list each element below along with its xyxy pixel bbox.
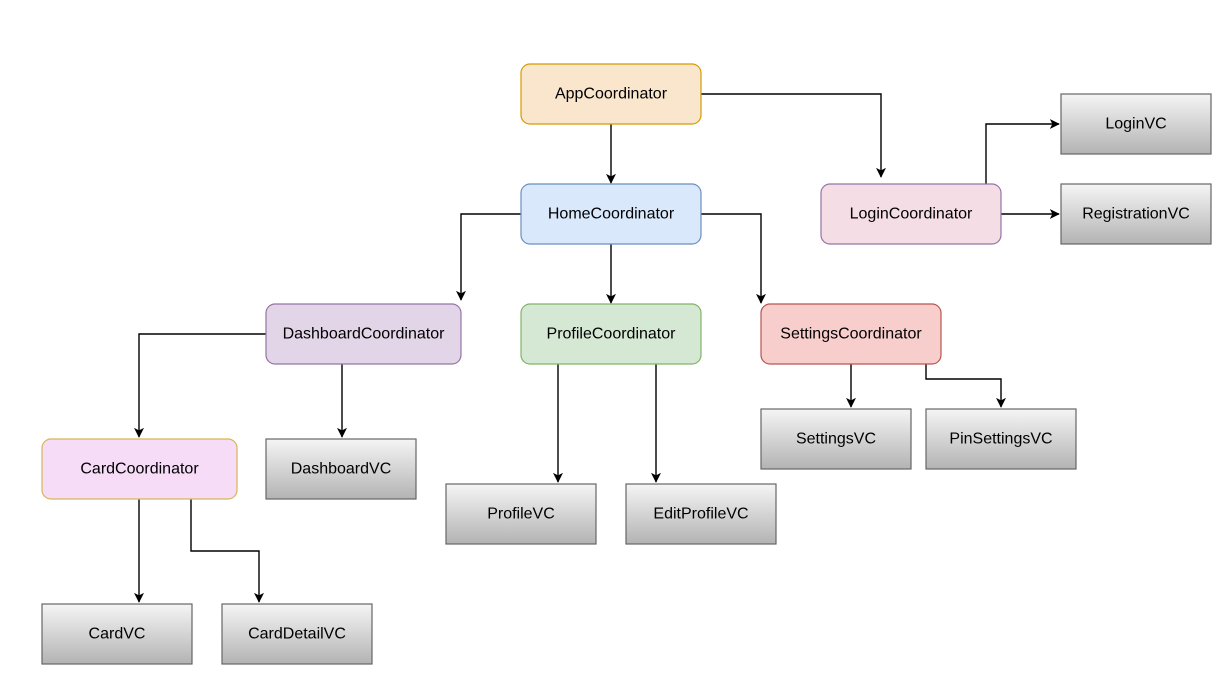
card-coordinator-box — [41, 438, 238, 500]
edge-home-to-dashboard — [456, 213, 521, 301]
nodes: AppCoordinator HomeCoordinator LoginCoor… — [41, 63, 1212, 665]
edge-card-to-carddetailvc — [190, 499, 264, 603]
profile-coordinator-box — [520, 303, 702, 365]
registration-vc-label: RegistrationVC — [1082, 206, 1190, 223]
edge-home-to-settings — [701, 213, 766, 304]
card-vc-box — [41, 603, 193, 665]
registration-vc-box — [1060, 183, 1212, 245]
settings-coordinator-box — [760, 303, 942, 365]
settings-vc-box — [760, 408, 912, 470]
login-coordinator-node[interactable]: LoginCoordinator — [820, 183, 1002, 245]
dashboard-vc-label: DashboardVC — [291, 461, 392, 478]
edge-app-to-login — [701, 93, 886, 178]
card-vc-label: CardVC — [89, 626, 146, 643]
dashboard-coordinator-box — [265, 303, 462, 365]
dashboard-vc-box — [265, 438, 417, 500]
profile-coordinator-label: ProfileCoordinator — [547, 326, 677, 343]
card-coordinator-node[interactable]: CardCoordinator — [41, 438, 238, 500]
login-vc-box — [1060, 93, 1212, 155]
edit-profile-vc-node[interactable]: EditProfileVC — [625, 483, 777, 545]
app-coordinator-node[interactable]: AppCoordinator — [520, 63, 702, 125]
dashboard-coordinator-node[interactable]: DashboardCoordinator — [265, 303, 462, 365]
app-coordinator-label: AppCoordinator — [555, 86, 668, 103]
settings-coordinator-node[interactable]: SettingsCoordinator — [760, 303, 942, 365]
pin-settings-vc-box — [925, 408, 1077, 470]
home-coordinator-label: HomeCoordinator — [548, 206, 675, 223]
login-vc-node[interactable]: LoginVC — [1060, 93, 1212, 155]
settings-vc-node[interactable]: SettingsVC — [760, 408, 912, 470]
card-detail-vc-node[interactable]: CardDetailVC — [221, 603, 373, 665]
card-vc-node[interactable]: CardVC — [41, 603, 193, 665]
home-coordinator-node[interactable]: HomeCoordinator — [520, 183, 702, 245]
login-coordinator-label: LoginCoordinator — [850, 206, 973, 223]
profile-coordinator-node[interactable]: ProfileCoordinator — [520, 303, 702, 365]
login-coordinator-box — [820, 183, 1002, 245]
pin-settings-vc-label: PinSettingsVC — [949, 431, 1052, 448]
dashboard-coordinator-label: DashboardCoordinator — [283, 326, 446, 343]
home-coordinator-box — [520, 183, 702, 245]
login-vc-label: LoginVC — [1105, 116, 1166, 133]
card-detail-vc-box — [221, 603, 373, 665]
edge-dashboard-to-card — [134, 333, 266, 438]
edit-profile-vc-box — [625, 483, 777, 545]
card-coordinator-label: CardCoordinator — [80, 461, 199, 478]
app-coordinator-box — [520, 63, 702, 125]
registration-vc-node[interactable]: RegistrationVC — [1060, 183, 1212, 245]
settings-vc-label: SettingsVC — [796, 431, 876, 448]
edit-profile-vc-label: EditProfileVC — [653, 506, 748, 523]
profile-vc-label: ProfileVC — [487, 506, 555, 523]
edge-settings-to-pinsettingsvc — [925, 364, 1006, 408]
edge-login-to-loginvc — [985, 119, 1060, 184]
edges — [134, 93, 1060, 603]
card-detail-vc-label: CardDetailVC — [248, 626, 346, 643]
settings-coordinator-label: SettingsCoordinator — [780, 326, 922, 343]
pin-settings-vc-node[interactable]: PinSettingsVC — [925, 408, 1077, 470]
dashboard-vc-node[interactable]: DashboardVC — [265, 438, 417, 500]
profile-vc-box — [445, 483, 597, 545]
profile-vc-node[interactable]: ProfileVC — [445, 483, 597, 545]
